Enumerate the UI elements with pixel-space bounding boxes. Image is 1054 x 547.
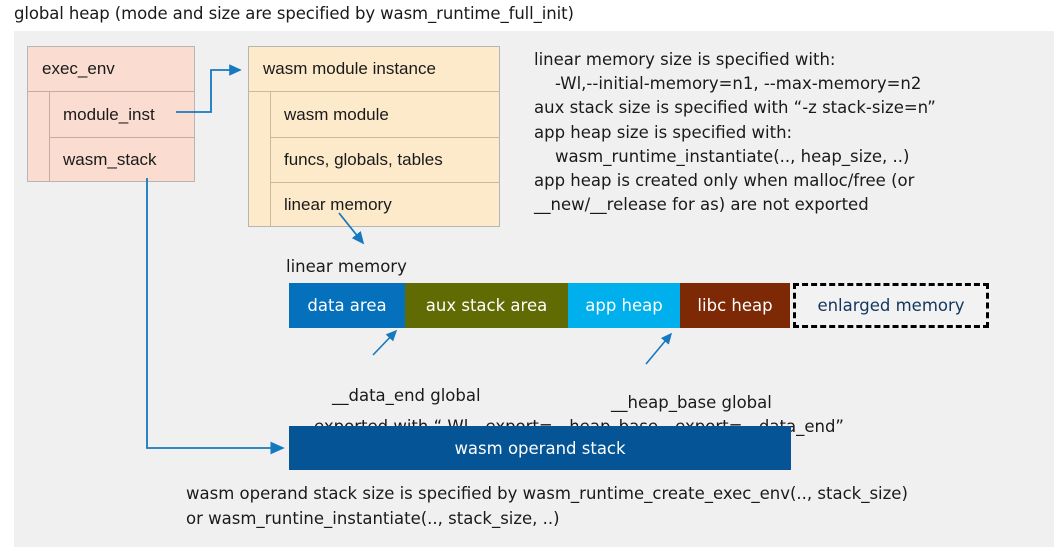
wasm-operand-stack-bar: wasm operand stack (289, 426, 791, 470)
exec-env-box: exec_env module_inst wasm_stack (27, 46, 195, 182)
module-instance-header: wasm module instance (249, 47, 499, 92)
memory-segment-enlarged-memory: enlarged memory (793, 283, 989, 328)
memory-segment-data-area: data area (289, 283, 405, 328)
operand-stack-note: wasm operand stack size is specified by … (186, 484, 908, 528)
diagram-canvas: exec_env module_inst wasm_stack wasm mod… (14, 31, 1054, 547)
module-instance-row-wasm-module: wasm module (284, 104, 389, 124)
exec-env-gutter (28, 92, 50, 182)
page-title: global heap (mode and size are specified… (14, 4, 574, 23)
exec-env-rows: module_inst wasm_stack (28, 92, 194, 182)
annotation-heap-base: __heap_base global (611, 393, 772, 412)
memory-segment-libc-heap: libc heap (680, 283, 790, 328)
exec-env-row-wasm-stack: wasm_stack (50, 137, 194, 182)
module-instance-row-linear-memory: linear memory (271, 182, 499, 227)
exec-env-row-module-inst: module_inst (63, 104, 155, 124)
wasm-module-instance-box: wasm module instance wasm module funcs, … (248, 46, 500, 227)
exec-env-header: exec_env (28, 47, 194, 92)
module-instance-rows: wasm module funcs, globals, tables linea… (249, 92, 499, 227)
module-instance-gutter (249, 92, 271, 227)
linear-memory-note: linear memory size is specified with: -W… (534, 50, 936, 215)
linear-memory-bar-label: linear memory (286, 257, 407, 276)
module-instance-row-funcs-globals-tables: funcs, globals, tables (271, 137, 499, 182)
annotation-data-end: __data_end global (332, 386, 481, 405)
memory-segment-app-heap: app heap (568, 283, 680, 328)
memory-segment-aux-stack-area: aux stack area (405, 283, 568, 328)
